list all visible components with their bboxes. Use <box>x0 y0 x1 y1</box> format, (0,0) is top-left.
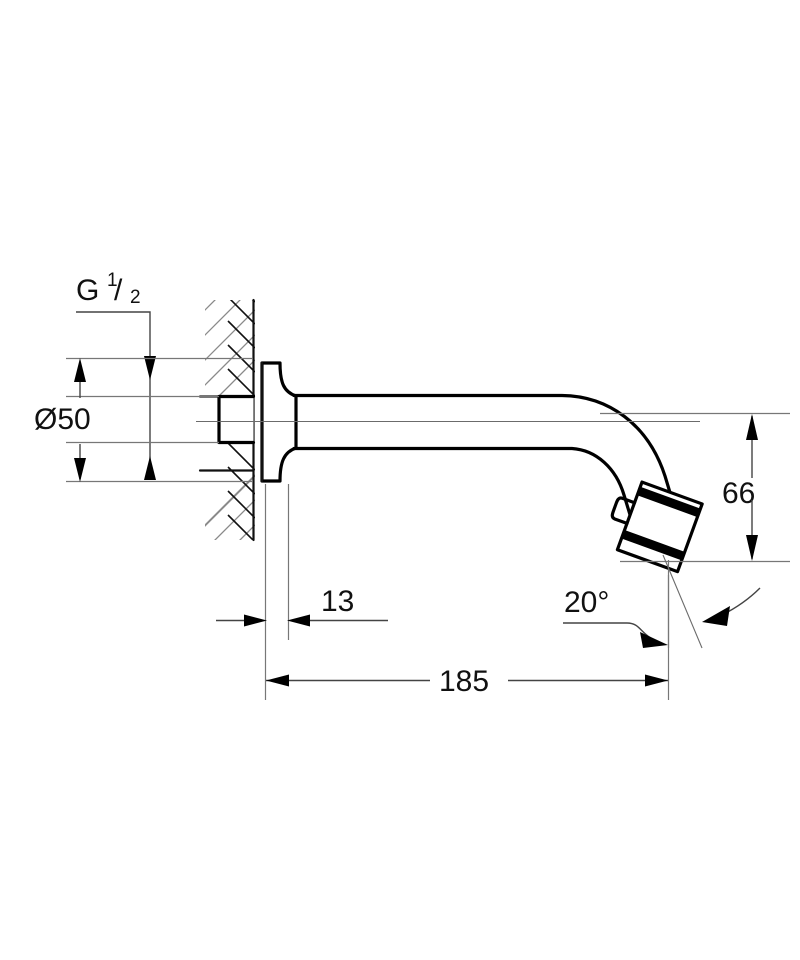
outlet-angle-arrow-right <box>702 606 730 626</box>
dimension-flange-diameter: Ø50 <box>34 358 91 482</box>
wall-hatching-lower <box>205 442 255 540</box>
aerator-joint-tick <box>663 497 671 505</box>
aerator-lower-band <box>621 529 685 561</box>
dimension-outlet-height-66: 66 <box>600 412 790 563</box>
outlet-height-arrow-down <box>746 535 758 561</box>
thread-leader-upper <box>76 311 151 360</box>
outlet-angle-label: 20° <box>564 586 609 619</box>
dimension-wall-offset-13: 13 <box>216 484 388 700</box>
projection-arrow-right <box>645 674 668 687</box>
outlet-height-arrow-up <box>746 414 758 440</box>
projection-arrow-left <box>266 674 289 687</box>
flange-arrow-down <box>74 458 86 482</box>
wall-offset-arrow-right <box>287 614 310 627</box>
inlet-thread-fill <box>219 396 254 443</box>
outlet-angle-leader-left <box>563 622 655 641</box>
thread-label-slash: / <box>114 274 123 307</box>
wall-hatching <box>205 300 255 540</box>
thread-arrow-lower <box>144 456 156 480</box>
wall-section <box>198 298 255 542</box>
flange-arrow-up <box>74 358 86 382</box>
projection-label: 185 <box>439 665 489 698</box>
flange-diameter-label: Ø50 <box>34 403 91 436</box>
dimension-thread-g-half: G 1 / 2 <box>66 270 252 483</box>
wall-offset-label: 13 <box>321 585 354 618</box>
outlet-height-label: 66 <box>722 477 755 510</box>
aerator-side-tab <box>610 496 637 526</box>
outlet-angle-axis-line <box>662 554 703 649</box>
spout-upper-outline <box>292 393 680 521</box>
aerator-upper-band <box>637 486 701 518</box>
aerator-outlet <box>610 480 704 574</box>
inlet-thread-nipple <box>217 394 256 445</box>
wall-hatching-upper <box>205 300 255 398</box>
aerator-body <box>615 480 704 574</box>
wall-offset-arrow-left <box>244 614 267 627</box>
thread-arrow-upper <box>144 356 156 380</box>
spout-lower-outline <box>292 446 633 520</box>
thread-label-denominator: 2 <box>130 287 141 308</box>
thread-label-prefix: G <box>76 274 99 307</box>
dimension-outlet-angle-20: 20° <box>563 554 761 649</box>
outlet-angle-arrow-left <box>640 632 668 648</box>
thread-label-numerator: 1 <box>107 270 118 291</box>
faucet-spout-body <box>196 361 704 574</box>
